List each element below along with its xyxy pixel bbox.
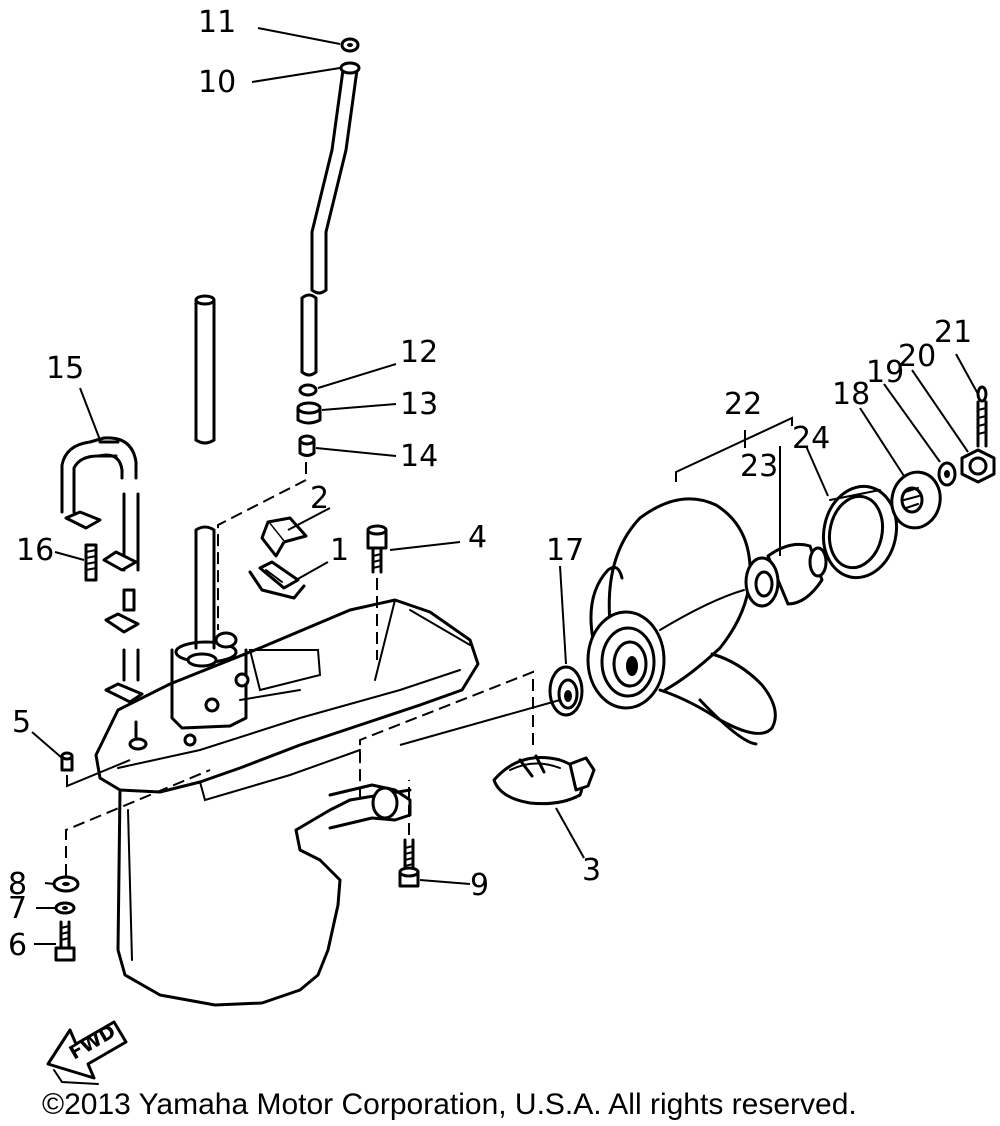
callout-11: 11 bbox=[198, 5, 236, 40]
callout-12: 12 bbox=[400, 335, 438, 370]
part-7-lockwasher bbox=[54, 901, 76, 915]
callout-3: 3 bbox=[582, 853, 601, 888]
callout-21: 21 bbox=[934, 315, 972, 350]
part-15-hose bbox=[60, 436, 140, 572]
shift-rod bbox=[300, 61, 361, 377]
part-18-spacer bbox=[890, 470, 942, 530]
copyright-notice: ©2013 Yamaha Motor Corporation, U.S.A. A… bbox=[42, 1088, 857, 1121]
callout-14: 14 bbox=[400, 439, 438, 474]
part-4-bolt bbox=[366, 524, 388, 574]
part-14-grommet bbox=[298, 434, 316, 457]
part-3-anode bbox=[492, 754, 596, 806]
callout-8: 8 bbox=[8, 867, 27, 902]
callout-2: 2 bbox=[310, 481, 329, 516]
drive-shaft bbox=[194, 294, 216, 650]
part-5-pin bbox=[60, 751, 74, 772]
leader-pin-5 bbox=[66, 759, 131, 788]
part-1-gasket bbox=[248, 560, 306, 600]
lower-unit-housing bbox=[94, 598, 480, 1007]
leader-bolt-6 bbox=[65, 769, 211, 876]
part-21-cotter-pin bbox=[976, 385, 988, 448]
part-22-propeller bbox=[586, 497, 777, 746]
callout-labels: 11 10 12 13 14 2 1 4 15 16 5 8 7 6 9 3 1… bbox=[8, 5, 972, 963]
part-17-thrust-washer bbox=[548, 665, 584, 717]
leader-shift-rod-line bbox=[217, 462, 307, 630]
fwd-arrow: FWD bbox=[46, 1020, 128, 1085]
part-6-bolt bbox=[54, 920, 76, 962]
callout-18: 18 bbox=[832, 377, 870, 412]
part-16-fitting bbox=[84, 543, 98, 582]
callout-4: 4 bbox=[468, 520, 487, 555]
part-19-washer bbox=[937, 461, 957, 487]
callout-15: 15 bbox=[46, 351, 84, 386]
callout-17: 17 bbox=[546, 533, 584, 568]
part-2-pad bbox=[260, 516, 308, 558]
callout-20: 20 bbox=[898, 339, 936, 374]
part-23-spacer bbox=[744, 542, 828, 608]
callout-5: 5 bbox=[12, 705, 31, 740]
fwd-label: FWD bbox=[66, 1020, 120, 1064]
callout-16: 16 bbox=[16, 533, 54, 568]
callout-13: 13 bbox=[400, 387, 438, 422]
part-11-nut bbox=[340, 37, 360, 53]
leader-washer-17 bbox=[399, 699, 561, 746]
bracket-22 bbox=[675, 416, 793, 482]
callout-6: 6 bbox=[8, 928, 27, 963]
callout-24: 24 bbox=[792, 421, 830, 456]
part-8-washer bbox=[52, 875, 80, 893]
callout-leaders bbox=[31, 27, 979, 945]
callout-10: 10 bbox=[198, 65, 236, 100]
callout-19: 19 bbox=[866, 355, 904, 390]
part-20-nut bbox=[960, 448, 996, 484]
callout-9: 9 bbox=[470, 868, 489, 903]
part-9-bolt bbox=[398, 838, 420, 888]
callout-1: 1 bbox=[330, 533, 349, 568]
part-24-ring bbox=[822, 484, 898, 580]
callout-23: 23 bbox=[740, 449, 778, 484]
callout-22: 22 bbox=[724, 387, 762, 422]
hose-fittings bbox=[64, 510, 144, 704]
part-13-bushing bbox=[296, 401, 322, 425]
part-12-washer bbox=[298, 383, 318, 397]
callout-7: 7 bbox=[8, 891, 27, 926]
